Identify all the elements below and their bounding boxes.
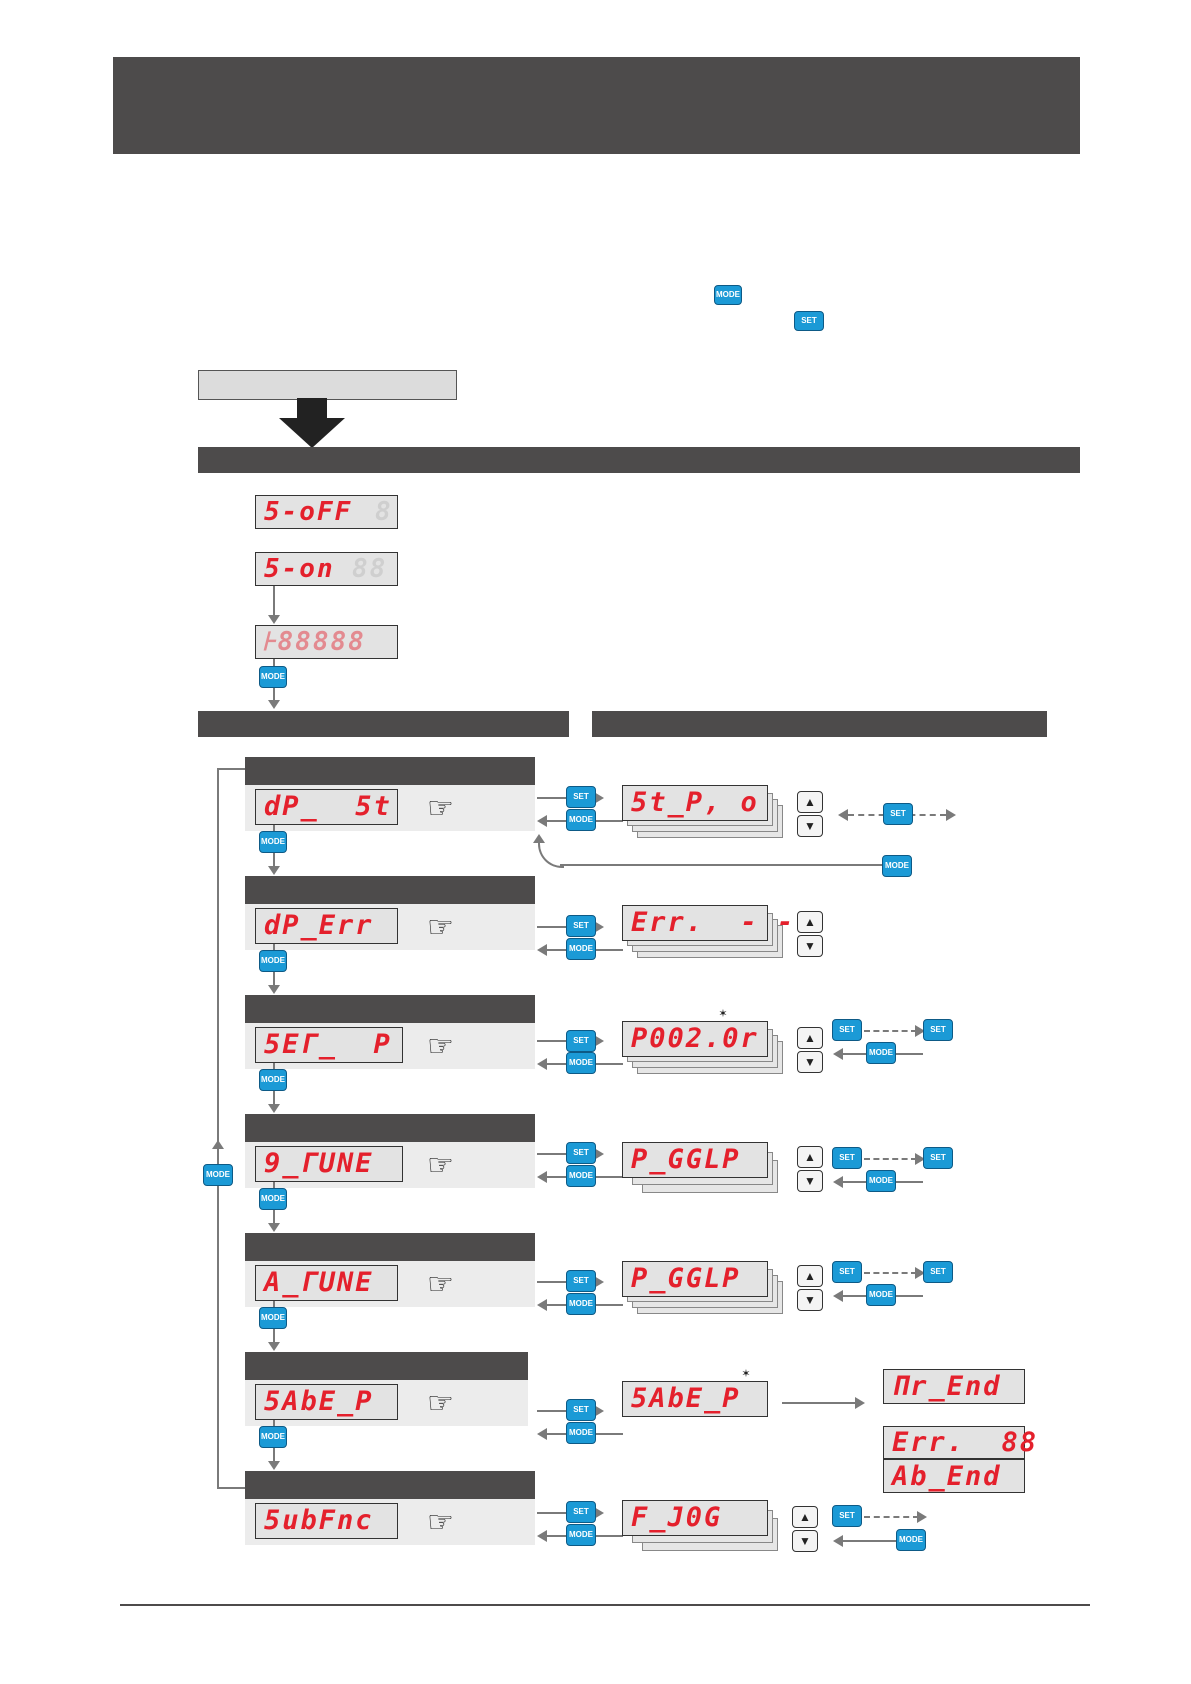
blink-sparkle-icon: ✶ <box>718 1008 728 1020</box>
menu-7-title-bar <box>245 1471 535 1499</box>
mode-button-icon: MODE <box>259 666 287 688</box>
down-arrow-key-icon: ▼ <box>797 935 823 957</box>
mode-button-icon: MODE <box>566 1052 596 1074</box>
set-button-icon: SET <box>566 786 596 808</box>
menu-1-sub-display: 5t_P, o <box>622 785 768 821</box>
up-arrow-key-icon: ▲ <box>797 1265 823 1287</box>
submenu-section-bar <box>592 711 1047 737</box>
mode-button-icon: MODE <box>566 809 596 831</box>
mode-button-icon: MODE <box>866 1284 896 1306</box>
set-button-icon: SET <box>923 1261 953 1283</box>
menu-1-display: dP_ 5t <box>255 789 398 825</box>
menu-6-display: 5AbE_P <box>255 1384 398 1420</box>
menu-5-title-bar <box>245 1233 535 1261</box>
down-arrow-key-icon: ▼ <box>797 815 823 837</box>
mode-button-icon: MODE <box>259 1426 287 1448</box>
set-button-icon: SET <box>566 1270 596 1292</box>
up-arrow-key-icon: ▲ <box>797 1146 823 1168</box>
mode-button-icon: MODE <box>566 1422 596 1444</box>
status-servo-off-display: 5-oFF 8 <box>255 495 398 529</box>
menu-2-sub-display: Err. - - <box>622 905 793 941</box>
menu-7-sub-display: F_J0G <box>622 1500 768 1536</box>
save-normal-end-display: Πr_End <box>883 1369 1025 1404</box>
pointing-hand-icon: ☞ <box>427 1386 454 1421</box>
status-servo-on-display: 5-on 88 <box>255 552 398 586</box>
blink-sparkle-icon: ✶ <box>741 1368 751 1380</box>
menu-5-display: A_ΓUNE <box>255 1265 398 1301</box>
menu-3-display: 5EΓ_ P <box>255 1027 403 1063</box>
power-on-box <box>198 370 457 400</box>
mode-button-icon: MODE <box>566 1524 596 1546</box>
menu-section-bar <box>198 711 569 737</box>
power-on-arrow-icon <box>297 398 327 418</box>
mode-button-icon: MODE <box>566 938 596 960</box>
pointing-hand-icon: ☞ <box>427 1029 454 1064</box>
menu-2-title-bar <box>245 876 535 904</box>
menu-6-sub-display: 5AbE_P <box>622 1381 768 1417</box>
up-arrow-key-icon: ▲ <box>797 911 823 933</box>
set-button-icon: SET <box>832 1019 862 1041</box>
set-button-icon: SET <box>566 1142 596 1164</box>
status-section-bar <box>198 447 1080 473</box>
set-button-icon: SET <box>832 1261 862 1283</box>
menu-2-display: dP_Err <box>255 908 398 944</box>
set-button-icon: SET <box>566 1030 596 1052</box>
menu-3-sub-display: P002.0r <box>622 1021 768 1057</box>
set-button-legend-icon: SET <box>794 311 824 331</box>
return-mode-button-icon: MODE <box>203 1164 233 1186</box>
set-button-icon: SET <box>832 1147 862 1169</box>
power-on-arrow-head <box>279 418 345 448</box>
mode-button-icon: MODE <box>866 1042 896 1064</box>
set-button-icon: SET <box>923 1019 953 1041</box>
menu-6-title-bar <box>245 1352 528 1380</box>
down-arrow-key-icon: ▼ <box>797 1170 823 1192</box>
mode-button-icon: MODE <box>896 1529 926 1551</box>
menu-4-title-bar <box>245 1114 535 1142</box>
set-button-icon: SET <box>883 803 913 825</box>
save-abort-end-display: Ab_End <box>883 1459 1025 1493</box>
mode-button-icon: MODE <box>259 950 287 972</box>
pointing-hand-icon: ☞ <box>427 1267 454 1302</box>
mode-button-icon: MODE <box>566 1165 596 1187</box>
status-torque-display: ⊦88888 <box>255 625 398 659</box>
set-button-icon: SET <box>566 1399 596 1421</box>
down-arrow-key-icon: ▼ <box>792 1530 818 1552</box>
mode-button-icon: MODE <box>566 1293 596 1315</box>
menu-1-title-bar <box>245 757 535 785</box>
mode-button-legend-icon: MODE <box>714 285 742 305</box>
mode-button-icon: MODE <box>882 855 912 877</box>
down-arrow-key-icon: ▼ <box>797 1289 823 1311</box>
up-arrow-key-icon: ▲ <box>797 791 823 813</box>
set-button-icon: SET <box>566 1501 596 1523</box>
save-error-display: Err. 88 <box>883 1426 1036 1459</box>
mode-button-icon: MODE <box>259 1307 287 1329</box>
page-header-bar <box>113 57 1080 154</box>
pointing-hand-icon: ☞ <box>427 1148 454 1183</box>
menu-4-sub-display: P_GGLP <box>622 1142 768 1178</box>
up-arrow-key-icon: ▲ <box>797 1027 823 1049</box>
menu-4-display: 9_ΓUNE <box>255 1146 403 1182</box>
menu-5-sub-display: P_GGLP <box>622 1261 768 1297</box>
menu-3-title-bar <box>245 995 535 1023</box>
menu-7-display: 5ubFnc <box>255 1503 398 1539</box>
set-button-icon: SET <box>832 1505 862 1527</box>
pointing-hand-icon: ☞ <box>427 1505 454 1540</box>
mode-button-icon: MODE <box>259 831 287 853</box>
mode-button-icon: MODE <box>259 1069 287 1091</box>
mode-button-icon: MODE <box>259 1188 287 1210</box>
mode-button-icon: MODE <box>866 1170 896 1192</box>
down-arrow-key-icon: ▼ <box>797 1051 823 1073</box>
pointing-hand-icon: ☞ <box>427 791 454 826</box>
set-button-icon: SET <box>923 1147 953 1169</box>
footer-rule <box>120 1604 1090 1606</box>
up-arrow-key-icon: ▲ <box>792 1506 818 1528</box>
set-button-icon: SET <box>566 915 596 937</box>
pointing-hand-icon: ☞ <box>427 910 454 945</box>
